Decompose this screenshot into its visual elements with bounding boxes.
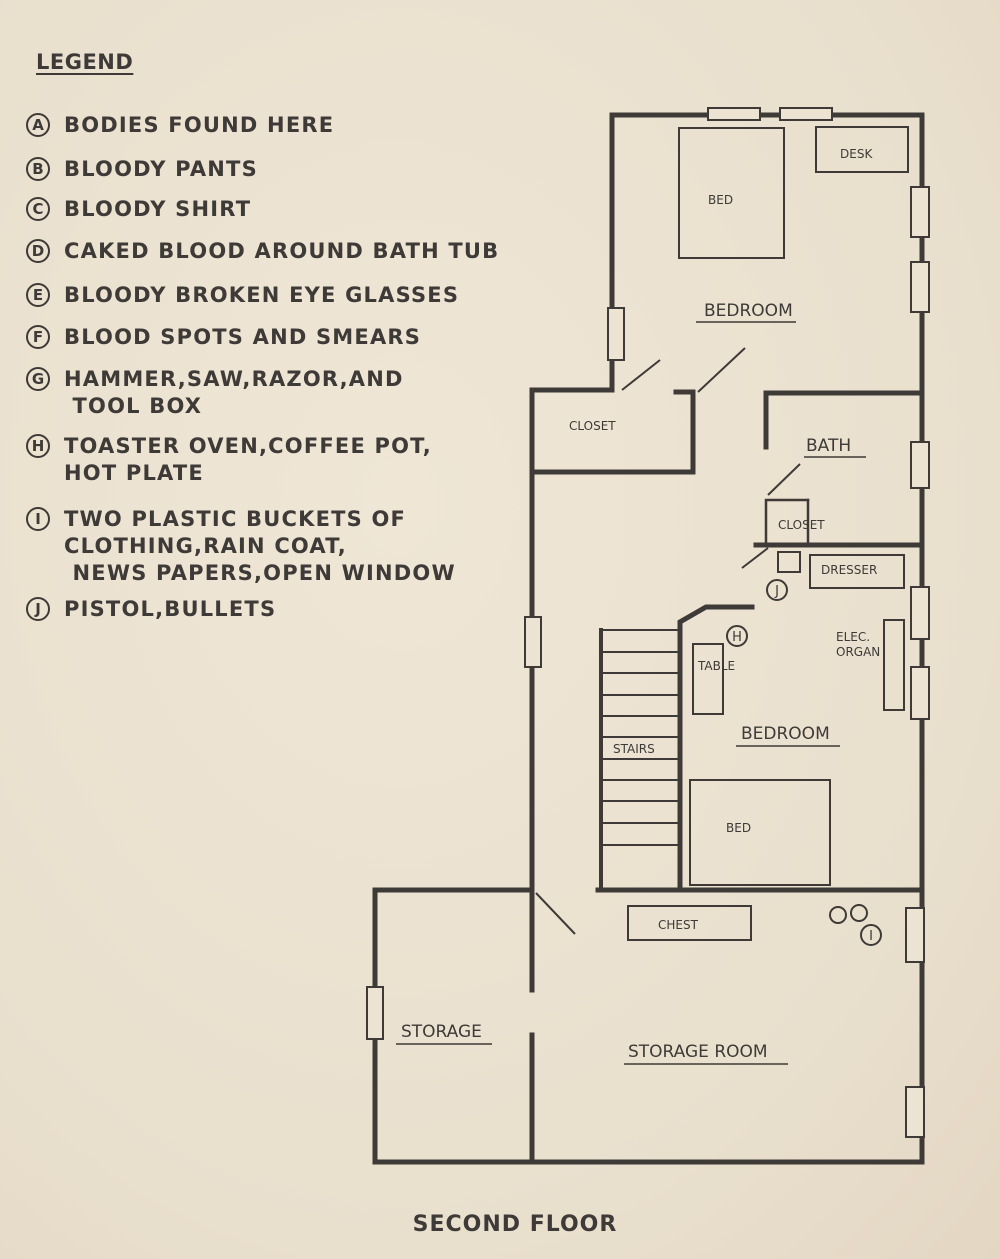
window bbox=[607, 307, 625, 361]
label-chest: CHEST bbox=[658, 918, 699, 932]
legend-key-i: I bbox=[26, 507, 50, 531]
label-bed-bottom: BED bbox=[726, 821, 751, 835]
legend-text-j: PISTOL,BULLETS bbox=[64, 597, 277, 621]
label-storage: STORAGE bbox=[401, 1022, 482, 1042]
marker-i: I bbox=[860, 924, 882, 946]
label-bedroom-top: BEDROOM bbox=[704, 301, 793, 321]
label-stairs: STAIRS bbox=[613, 742, 655, 756]
legend-item-g: G HAMMER,SAW,RAZOR,AND TOOL BOX bbox=[26, 366, 404, 420]
window bbox=[366, 986, 384, 1040]
legend-item-j: J PISTOL,BULLETS bbox=[26, 596, 276, 623]
legend-item-e: E BLOODY BROKEN EYE GLASSES bbox=[26, 282, 459, 309]
legend-item-f: F BLOOD SPOTS AND SMEARS bbox=[26, 324, 421, 351]
window bbox=[707, 107, 761, 121]
label-elec: ELEC. bbox=[836, 630, 870, 644]
window bbox=[910, 586, 930, 640]
legend-text-i: TWO PLASTIC BUCKETS OF CLOTHING,RAIN COA… bbox=[64, 507, 456, 585]
legend-key-e: E bbox=[26, 283, 50, 307]
bucket bbox=[850, 904, 868, 922]
desk bbox=[815, 126, 909, 173]
window bbox=[910, 186, 930, 238]
legend-text-f: BLOOD SPOTS AND SMEARS bbox=[64, 325, 422, 349]
marker-j: J bbox=[766, 579, 788, 601]
window bbox=[910, 666, 930, 720]
legend-key-a: A bbox=[26, 113, 50, 137]
bucket bbox=[829, 906, 847, 924]
window bbox=[524, 616, 542, 668]
chest bbox=[627, 905, 752, 941]
legend-key-b: B bbox=[26, 157, 50, 181]
label-desk: DESK bbox=[840, 147, 873, 161]
stairs bbox=[599, 628, 678, 888]
label-bath: BATH bbox=[806, 436, 851, 456]
legend-text-a: BODIES FOUND HERE bbox=[64, 113, 335, 137]
legend-key-f: F bbox=[26, 325, 50, 349]
legend-item-c: C BLOODY SHIRT bbox=[26, 196, 251, 223]
legend-item-b: B BLOODY PANTS bbox=[26, 156, 258, 183]
dresser bbox=[809, 554, 905, 589]
elec-organ bbox=[883, 619, 905, 711]
floor-caption: SECOND FLOOR bbox=[412, 1212, 618, 1237]
legend-key-c: C bbox=[26, 197, 50, 221]
legend-text-b: BLOODY PANTS bbox=[64, 157, 258, 181]
window bbox=[910, 441, 930, 489]
legend-text-c: BLOODY SHIRT bbox=[64, 197, 252, 221]
legend-text-h: TOASTER OVEN,COFFEE POT, HOT PLATE bbox=[64, 434, 432, 485]
table bbox=[692, 643, 724, 715]
windows bbox=[366, 107, 930, 1138]
label-bed-top: BED bbox=[708, 193, 733, 207]
legend-text-g: HAMMER,SAW,RAZOR,AND TOOL BOX bbox=[64, 367, 404, 418]
window bbox=[910, 261, 930, 313]
label-dresser: DRESSER bbox=[821, 563, 877, 577]
legend-key-j: J bbox=[26, 597, 50, 621]
doors bbox=[535, 347, 801, 935]
label-organ: ORGAN bbox=[836, 645, 880, 659]
window bbox=[905, 1086, 925, 1138]
legend-text-e: BLOODY BROKEN EYE GLASSES bbox=[64, 283, 460, 307]
legend-title: LEGEND bbox=[36, 50, 134, 74]
marker-i-label: I bbox=[869, 929, 873, 944]
legend-text-d: CAKED BLOOD AROUND BATH TUB bbox=[64, 239, 500, 263]
label-storage-room: STORAGE ROOM bbox=[628, 1042, 768, 1062]
legend-key-h: H bbox=[26, 434, 50, 458]
marker-h-label: H bbox=[732, 630, 742, 645]
marker-h: H bbox=[726, 625, 748, 647]
legend-item-h: H TOASTER OVEN,COFFEE POT, HOT PLATE bbox=[26, 433, 432, 487]
bed-top bbox=[678, 127, 785, 259]
legend-item-a: A BODIES FOUND HERE bbox=[26, 112, 334, 139]
window bbox=[779, 107, 833, 121]
legend-item-i: I TWO PLASTIC BUCKETS OF CLOTHING,RAIN C… bbox=[26, 506, 456, 587]
furniture bbox=[627, 126, 909, 941]
label-closet-left: CLOSET bbox=[569, 419, 616, 433]
marker-j-label: J bbox=[774, 584, 779, 599]
walls bbox=[372, 112, 925, 1165]
legend-item-d: D CAKED BLOOD AROUND BATH TUB bbox=[26, 238, 499, 265]
small-box bbox=[777, 551, 801, 573]
window bbox=[905, 907, 925, 963]
legend-key-g: G bbox=[26, 367, 50, 391]
legend-key-d: D bbox=[26, 239, 50, 263]
label-bedroom-bottom: BEDROOM bbox=[741, 724, 830, 744]
label-table: TABLE bbox=[697, 659, 735, 673]
label-closet-bath: CLOSET bbox=[778, 518, 825, 532]
bed-bottom bbox=[689, 779, 831, 886]
